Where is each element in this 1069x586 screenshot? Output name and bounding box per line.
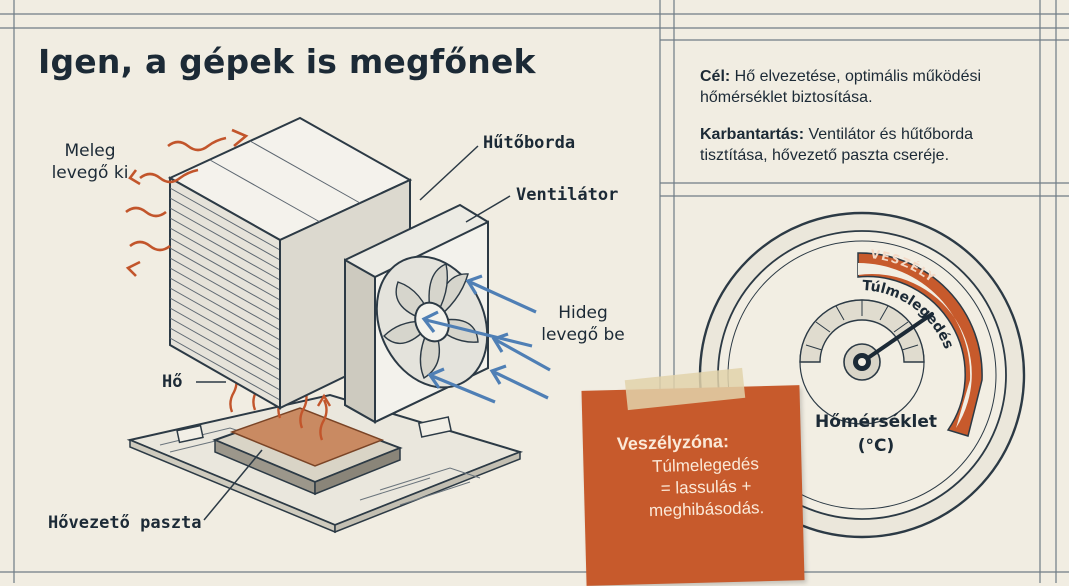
cpu-chip xyxy=(212,407,403,496)
fan-label: Ventilátor xyxy=(516,185,619,205)
danger-zone-body: Túlmelegedés = lassulás + meghibásodás. xyxy=(617,452,795,523)
danger-zone-note: Veszélyzóna: Túlmelegedés = lassulás + m… xyxy=(581,385,805,586)
cold-air-arrows xyxy=(421,274,551,404)
heatsink-label: Hűtőborda xyxy=(483,133,576,153)
maintenance-text: Karbantartás: Ventilátor és hűtőborda ti… xyxy=(700,124,1040,166)
goal-body: Hő elvezetése, optimális működési hőmérs… xyxy=(700,68,982,106)
maintenance-body: Ventilátor és hűtőborda tisztítása, hőve… xyxy=(700,126,974,164)
maintenance-label: Karbantartás: xyxy=(700,126,805,143)
warm-air-out-label: Meleg levegő ki xyxy=(48,140,132,184)
leader-lines xyxy=(196,145,511,521)
goal-label: Cél: xyxy=(700,68,731,85)
warm-air-out-line-1: Meleg xyxy=(64,141,116,161)
gauge-caption-line-1: Hőmérséklet xyxy=(815,412,937,432)
goal-text: Cél: Hő elvezetése, optimális működési h… xyxy=(700,66,1040,108)
cold-air-in-line-2: levegő be xyxy=(541,325,625,345)
warm-air-arrows xyxy=(125,128,249,277)
cold-air-in-line-1: Hideg xyxy=(558,303,608,323)
cold-air-in-label: Hideg levegő be xyxy=(540,302,626,346)
gauge-needle xyxy=(860,312,934,364)
heat-label: Hő xyxy=(162,372,183,392)
gauge-caption-line-2: (°C) xyxy=(857,436,895,456)
gauge-caption: Hőmérséklet (°C) xyxy=(796,410,956,458)
page-title: Igen, a gépek is megfőnek xyxy=(38,42,536,81)
warm-air-out-line-2: levegő ki xyxy=(51,163,129,183)
danger-zone-line-3: meghibásodás. xyxy=(648,498,765,521)
danger-band xyxy=(857,252,983,437)
danger-zone-title: Veszélyzóna: xyxy=(616,431,730,454)
thermal-paste-layer xyxy=(229,407,385,467)
thermal-paste-label: Hővezető paszta xyxy=(48,513,202,533)
